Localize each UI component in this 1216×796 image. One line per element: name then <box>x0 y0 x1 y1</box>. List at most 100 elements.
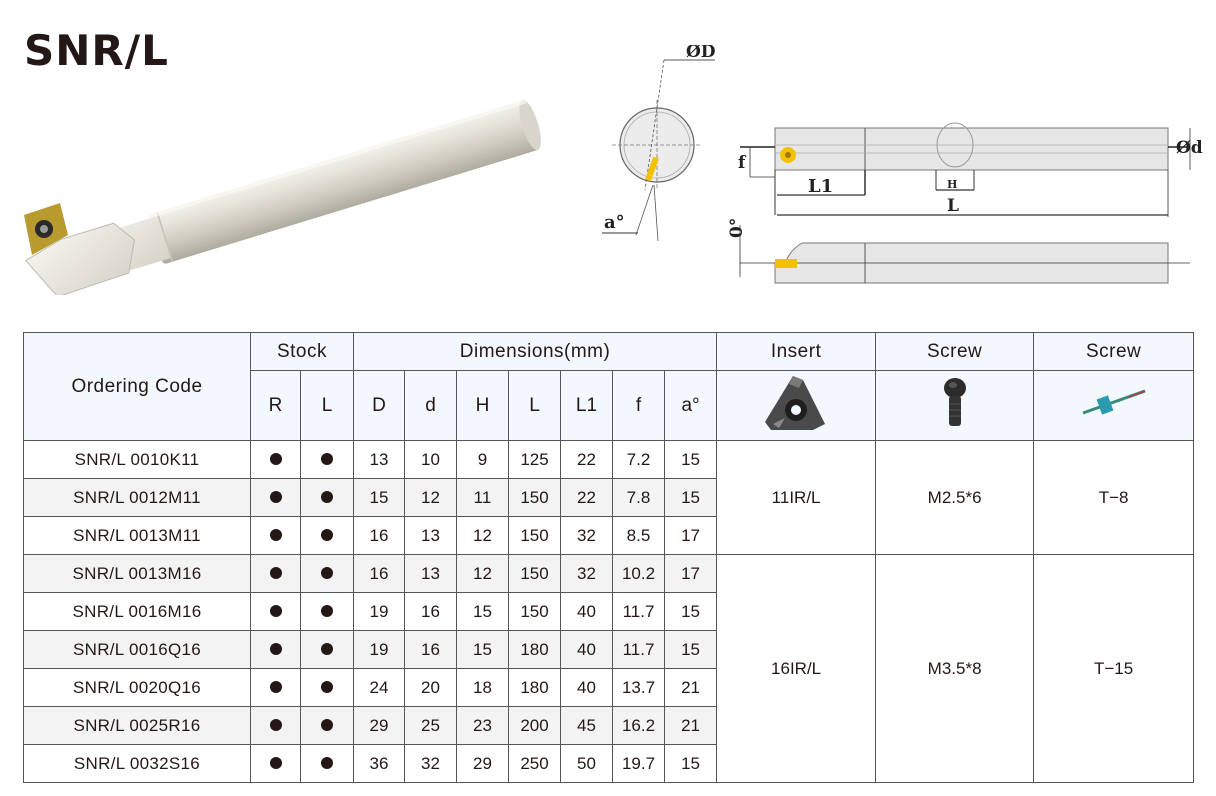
screw-icon <box>943 377 966 426</box>
col-header-L: L <box>508 370 561 441</box>
col-header-insert: Insert <box>716 332 877 371</box>
col-H-cell: 12 <box>456 516 509 555</box>
in-stock-dot-icon <box>269 528 282 541</box>
col-f-cell: 16.2 <box>612 706 665 745</box>
col-H-cell: 12 <box>456 554 509 593</box>
col-H-cell: 15 <box>456 630 509 669</box>
col-angle-cell: 17 <box>663 554 718 593</box>
in-stock-dot-icon <box>321 566 333 579</box>
col-f-cell: 7.8 <box>612 478 665 517</box>
svg-text:0°: 0° <box>727 218 747 238</box>
end-view: ØD a° <box>602 45 716 242</box>
stock-l-cell <box>300 630 354 669</box>
col-d-cell: 13 <box>404 516 457 555</box>
col-D-cell: 24 <box>353 668 405 707</box>
screw-key-cell: T−8 <box>1033 440 1195 555</box>
ordering-code-cell: SNR/L 0025R16 <box>23 706 251 745</box>
col-D-cell: 13 <box>353 440 405 479</box>
col-H-cell: 11 <box>456 478 509 517</box>
insert-image-cell <box>716 370 877 441</box>
stock-r-cell <box>250 592 301 631</box>
header-row-sub: R L D d H L L1 f a° <box>24 370 1195 441</box>
col-d-cell: 32 <box>404 744 457 783</box>
col-f-cell: 8.5 <box>612 516 665 555</box>
in-stock-dot-icon <box>321 528 333 541</box>
col-L1-cell: 50 <box>560 744 613 783</box>
stock-l-cell <box>300 478 354 517</box>
ordering-code-cell: SNR/L 0012M11 <box>23 478 251 517</box>
col-H-cell: 29 <box>456 744 509 783</box>
svg-text:H: H <box>947 178 957 191</box>
col-header-stock: Stock <box>250 332 354 371</box>
col-L-cell: 150 <box>508 478 561 517</box>
stock-r-cell <box>250 668 301 707</box>
threading-insert-icon <box>765 375 826 430</box>
insert-cell: 16IR/L <box>716 554 877 783</box>
in-stock-dot-icon <box>269 452 282 465</box>
ordering-code-cell: SNR/L 0032S16 <box>23 744 251 783</box>
col-header-ordering-code: Ordering Code <box>23 332 251 441</box>
in-stock-dot-icon <box>269 642 282 655</box>
stock-l-cell <box>300 554 354 593</box>
stock-l-cell <box>300 744 354 783</box>
col-header-H: H <box>456 370 509 441</box>
side-view: f L1 H L Ød <box>738 122 1203 217</box>
col-d-cell: 16 <box>404 592 457 631</box>
stock-r-cell <box>250 630 301 669</box>
col-header-angle: a° <box>663 370 718 441</box>
col-L-cell: 125 <box>508 440 561 479</box>
svg-text:L1: L1 <box>808 176 833 197</box>
col-f-cell: 11.7 <box>612 592 665 631</box>
specification-table: Ordering Code Stock Dimensions(mm) Inser… <box>23 332 1195 783</box>
col-L1-cell: 32 <box>560 554 613 593</box>
svg-text:Ød: Ød <box>1176 138 1203 158</box>
col-angle-cell: 21 <box>663 668 718 707</box>
in-stock-dot-icon <box>321 642 333 655</box>
stock-l-cell <box>300 592 354 631</box>
in-stock-dot-icon <box>321 604 333 617</box>
col-D-cell: 16 <box>353 516 405 555</box>
in-stock-dot-icon <box>321 756 333 769</box>
svg-text:L: L <box>947 196 959 216</box>
col-D-cell: 29 <box>353 706 405 745</box>
col-H-cell: 18 <box>456 668 509 707</box>
header-row-top: Ordering Code Stock Dimensions(mm) Inser… <box>23 332 1195 441</box>
col-header-f: f <box>612 370 665 441</box>
col-header-stock-r: R <box>250 370 301 441</box>
screw-cell: M2.5*6 <box>875 440 1035 555</box>
col-d-cell: 25 <box>404 706 457 745</box>
col-L-cell: 250 <box>508 744 561 783</box>
svg-text:a°: a° <box>604 212 625 233</box>
stock-l-cell <box>300 668 354 707</box>
col-header-screw-key: Screw <box>1033 332 1195 371</box>
ordering-code-cell: SNR/L 0013M11 <box>23 516 251 555</box>
col-L-cell: 180 <box>508 630 561 669</box>
ordering-code-cell: SNR/L 0016M16 <box>23 592 251 631</box>
col-D-cell: 15 <box>353 478 405 517</box>
screw-image-cell <box>875 370 1035 441</box>
in-stock-dot-icon <box>321 490 333 503</box>
col-f-cell: 13.7 <box>612 668 665 707</box>
in-stock-dot-icon <box>321 680 333 693</box>
col-D-cell: 19 <box>353 630 405 669</box>
screw-key-cell: T−15 <box>1033 554 1195 783</box>
stock-r-cell <box>250 706 301 745</box>
svg-text:ØD: ØD <box>686 45 716 62</box>
col-angle-cell: 15 <box>663 592 718 631</box>
col-header-screw: Screw <box>875 332 1035 371</box>
insert-tip-icon <box>24 203 68 255</box>
in-stock-dot-icon <box>321 452 333 465</box>
ordering-code-cell: SNR/L 0010K11 <box>23 440 251 479</box>
ordering-code-cell: SNR/L 0016Q16 <box>23 630 251 669</box>
col-d-cell: 20 <box>404 668 457 707</box>
in-stock-dot-icon <box>269 490 282 503</box>
stock-l-cell <box>300 706 354 745</box>
col-H-cell: 9 <box>456 440 509 479</box>
col-f-cell: 7.2 <box>612 440 665 479</box>
